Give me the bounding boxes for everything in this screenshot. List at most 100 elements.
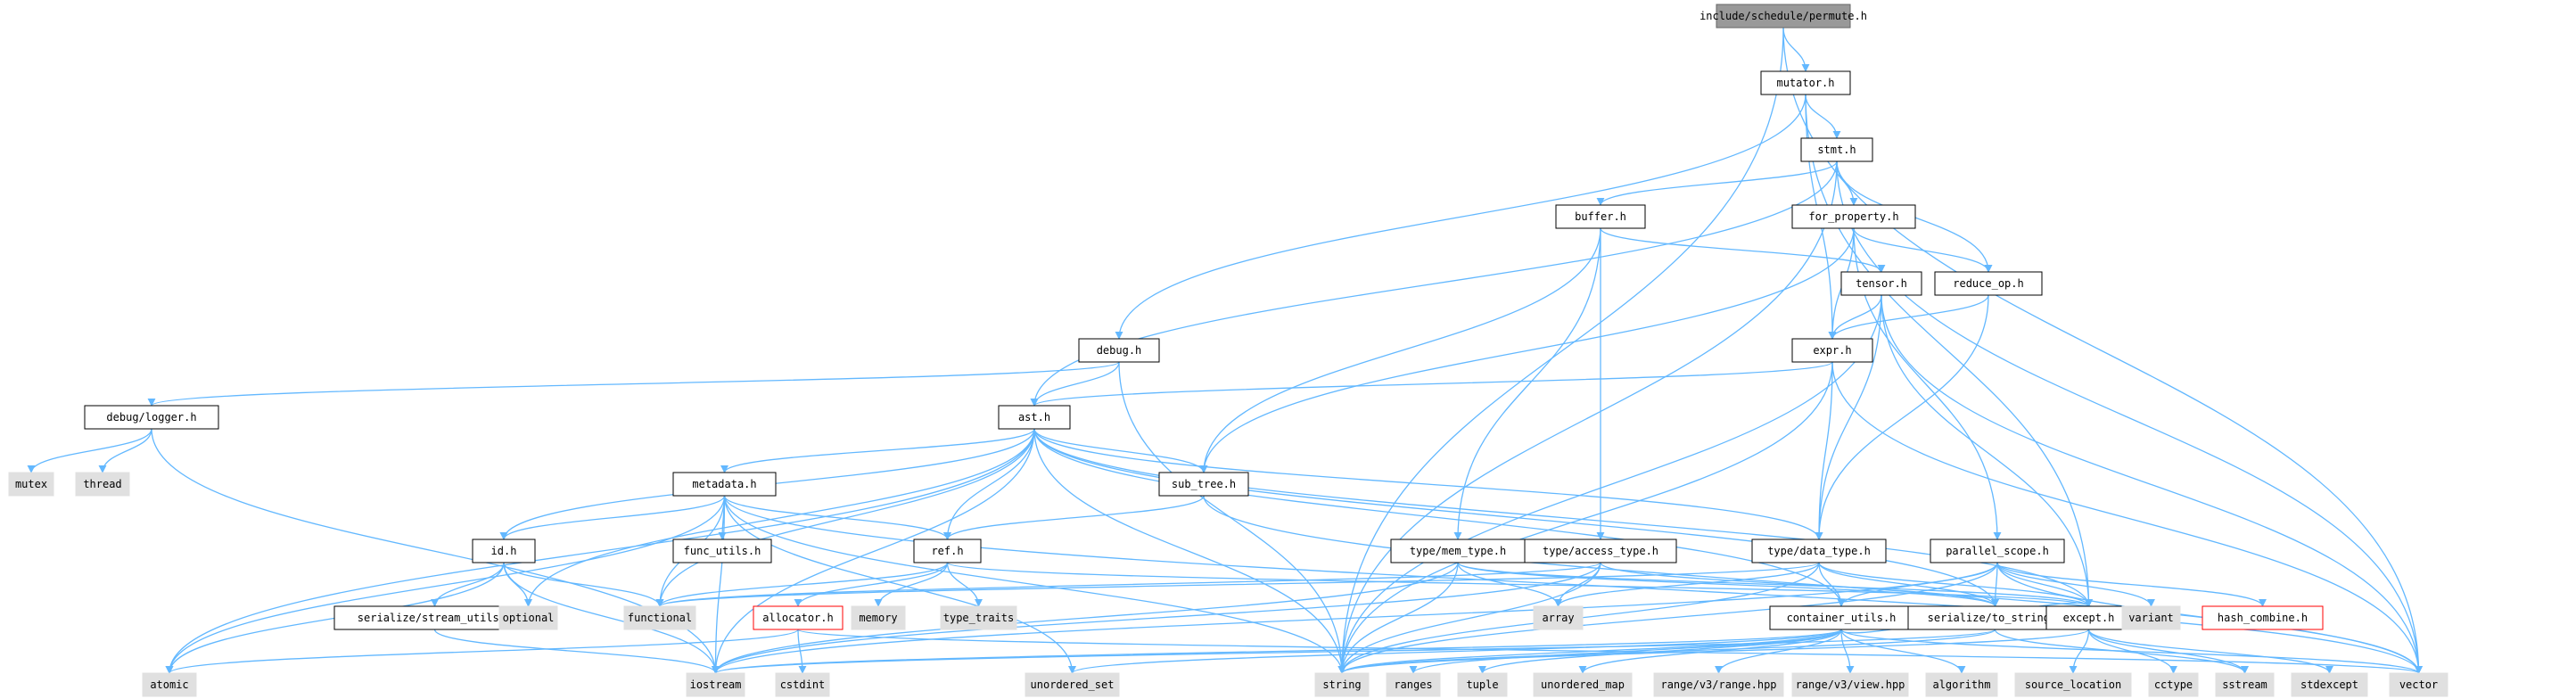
node-label: tuple bbox=[1466, 678, 1498, 691]
node-box bbox=[1930, 539, 2065, 563]
node-container-utils[interactable]: container_utils.h bbox=[1769, 605, 1913, 630]
node-buffer[interactable]: buffer.h bbox=[1555, 204, 1646, 229]
edge-type_mem_type-to-serialize_to_string bbox=[1457, 562, 1999, 607]
node-cctype: cctype bbox=[2148, 672, 2199, 697]
edge-type_data_type-to-array bbox=[1554, 562, 1820, 607]
node-label: include/schedule/permute.h bbox=[1700, 10, 1867, 22]
edge-expr-to-ast bbox=[1030, 361, 1833, 407]
edge-type_data_type-to-functional bbox=[655, 562, 1820, 607]
node-label: ref.h bbox=[931, 545, 963, 557]
edge-parallel_scope-to-serialize_to_string bbox=[1990, 562, 2000, 607]
node-thread: thread bbox=[75, 472, 130, 497]
node-box bbox=[672, 472, 777, 497]
node-label: stmt.h bbox=[1817, 144, 1856, 156]
node-box bbox=[2215, 672, 2275, 697]
node-hash-combine[interactable]: hash_combine.h bbox=[2202, 605, 2324, 630]
node-mutator[interactable]: mutator.h bbox=[1760, 70, 1851, 95]
node-reduce-op[interactable]: reduce_op.h bbox=[1934, 271, 2043, 296]
edge-tensor-to-except bbox=[1881, 294, 2094, 607]
edge-ast-to-functional bbox=[655, 428, 1035, 607]
node-label: range/v3/range.hpp bbox=[1660, 678, 1776, 691]
edge-parallel_scope-to-string bbox=[1337, 562, 1998, 674]
node-box bbox=[1314, 672, 1370, 697]
node-except[interactable]: except.h bbox=[2045, 605, 2132, 630]
node-permute[interactable]: include/schedule/permute.h bbox=[1700, 4, 1867, 29]
edge-ref-to-functional bbox=[655, 562, 949, 607]
edge-container_utils-to-unordered_set bbox=[1068, 629, 1842, 674]
node-label: container_utils.h bbox=[1787, 612, 1897, 624]
node-label: array bbox=[1542, 612, 1574, 624]
edge-type_access_type-to-iostream bbox=[712, 562, 1601, 674]
node-box bbox=[1524, 539, 1677, 563]
edge-ref-to-memory bbox=[874, 562, 949, 607]
node-functional: functional bbox=[623, 605, 696, 630]
node-box bbox=[1457, 672, 1508, 697]
node-box bbox=[623, 605, 696, 630]
node-box bbox=[1533, 605, 1584, 630]
nodes-layer: include/schedule/permute.h mutator.h stmt.… bbox=[8, 4, 2448, 697]
node-label: cstdint bbox=[780, 678, 826, 691]
node-debug-logger[interactable]: debug/logger.h bbox=[84, 405, 219, 430]
node-atomic: atomic bbox=[142, 672, 197, 697]
edge-debug-to-debug_logger bbox=[147, 361, 1120, 407]
node-stmt[interactable]: stmt.h bbox=[1800, 137, 1873, 162]
node-label: stdexcept bbox=[2300, 678, 2358, 691]
node-ast[interactable]: ast.h bbox=[998, 405, 1071, 430]
node-metadata[interactable]: metadata.h bbox=[672, 472, 777, 497]
edge-type_mem_type-to-iostream bbox=[712, 562, 1459, 674]
node-expr[interactable]: expr.h bbox=[1791, 338, 1873, 363]
node-type-access-type[interactable]: type/access_type.h bbox=[1524, 539, 1677, 563]
node-label: allocator.h bbox=[762, 612, 833, 624]
edge-sub_tree-to-ref bbox=[943, 495, 1205, 540]
node-sub-tree[interactable]: sub_tree.h bbox=[1158, 472, 1249, 497]
node-allocator[interactable]: allocator.h bbox=[753, 605, 844, 630]
node-iostream: iostream bbox=[686, 672, 745, 697]
node-parallel-scope[interactable]: parallel_scope.h bbox=[1930, 539, 2065, 563]
node-string: string bbox=[1314, 672, 1370, 697]
edge-permute-to-vector bbox=[1782, 27, 2424, 674]
node-box bbox=[2148, 672, 2199, 697]
edge-type_mem_type-to-except bbox=[1457, 562, 2093, 607]
node-for-property[interactable]: for_property.h bbox=[1791, 204, 1916, 229]
node-label: vector bbox=[2399, 678, 2438, 691]
node-label: functional bbox=[628, 612, 692, 624]
node-optional: optional bbox=[498, 605, 558, 630]
node-label: buffer.h bbox=[1575, 210, 1626, 223]
edge-expr-to-string bbox=[1337, 361, 1833, 674]
node-label: mutex bbox=[15, 478, 47, 490]
node-box bbox=[1716, 4, 1851, 29]
node-label: mutator.h bbox=[1776, 77, 1834, 89]
edge-allocator-to-atomic bbox=[165, 629, 799, 674]
node-box bbox=[940, 605, 1017, 630]
node-tuple: tuple bbox=[1457, 672, 1508, 697]
node-type-traits: type_traits bbox=[940, 605, 1017, 630]
node-box bbox=[1025, 672, 1120, 697]
node-label: unordered_set bbox=[1031, 678, 1115, 691]
edge-except-to-cctype bbox=[2087, 629, 2178, 674]
edge-parallel_scope-to-variant bbox=[1996, 562, 2155, 607]
node-type-data-type[interactable]: type/data_type.h bbox=[1751, 539, 1887, 563]
node-box bbox=[472, 539, 536, 563]
node-ranges: ranges bbox=[1386, 672, 1441, 697]
node-tensor[interactable]: tensor.h bbox=[1840, 271, 1922, 296]
node-box bbox=[1800, 137, 1873, 162]
edge-stmt-to-ast bbox=[1030, 160, 1838, 407]
node-box bbox=[1390, 539, 1526, 563]
node-box bbox=[913, 539, 982, 563]
edge-ast-to-optional bbox=[523, 428, 1035, 607]
node-label: debug/logger.h bbox=[106, 411, 196, 424]
node-label: type/data_type.h bbox=[1767, 545, 1871, 557]
edge-ast-to-atomic bbox=[165, 428, 1035, 674]
node-box bbox=[1158, 472, 1249, 497]
edge-ast-to-serialize_to_string bbox=[1033, 428, 1999, 607]
node-ref[interactable]: ref.h bbox=[913, 539, 982, 563]
node-debug[interactable]: debug.h bbox=[1078, 338, 1160, 363]
node-id[interactable]: id.h bbox=[472, 539, 536, 563]
node-func-utils[interactable]: func_utils.h bbox=[672, 539, 772, 563]
edge-stmt-to-string bbox=[1337, 160, 1838, 674]
edge-except-to-sstream bbox=[2087, 629, 2249, 674]
edge-reduce_op-to-expr bbox=[1828, 294, 1989, 340]
node-type-mem-type[interactable]: type/mem_type.h bbox=[1390, 539, 1526, 563]
node-box bbox=[1751, 539, 1887, 563]
